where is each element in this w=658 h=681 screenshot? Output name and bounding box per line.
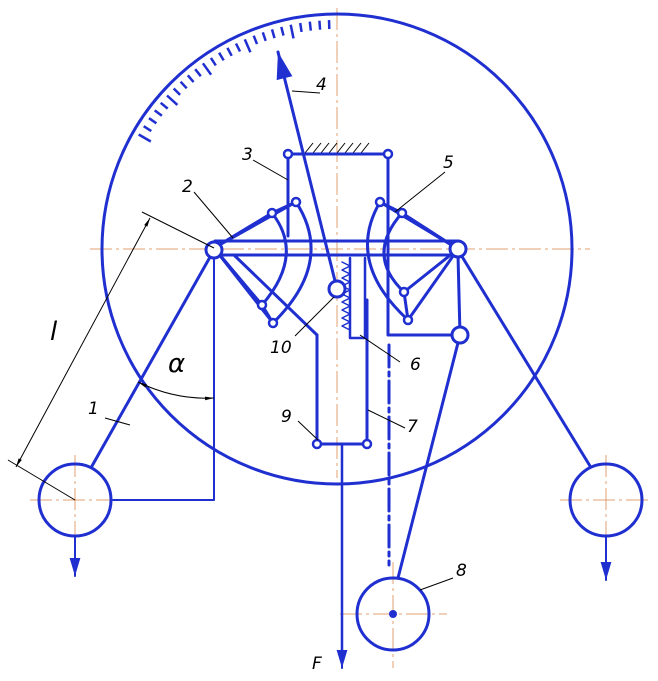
crossbar-2: [212, 200, 460, 325]
joints: [204, 239, 470, 618]
leader-lines: [104, 90, 454, 591]
scale-tick: [243, 38, 252, 53]
scale-tick: [318, 20, 322, 30]
scale-tick: [308, 21, 313, 31]
scale-tick: [194, 68, 202, 77]
pendulum-arm-1: [90, 248, 216, 468]
label-9: 9: [281, 407, 292, 427]
dimension-l: [7, 211, 215, 501]
scale-tick: [143, 125, 152, 133]
label-2: 2: [182, 177, 193, 197]
label-10: 10: [270, 338, 292, 358]
scale-tick: [138, 133, 152, 143]
scale-tick: [234, 42, 242, 53]
rack-6: [341, 256, 367, 340]
scale-tick: [289, 24, 295, 39]
scale-tick: [172, 87, 181, 96]
scale-tick: [166, 94, 179, 106]
scale-tick: [261, 31, 267, 42]
scale-tick: [209, 57, 217, 67]
pendulum-arm-right: [456, 248, 592, 468]
label-5: 5: [443, 153, 454, 173]
label-force: F: [312, 654, 322, 674]
scale-tick: [179, 80, 188, 90]
scale-tick: [186, 74, 195, 83]
label-4: 4: [316, 75, 327, 95]
small-joints: [256, 148, 414, 450]
scale-tick: [226, 47, 233, 57]
counterweight-8: [355, 576, 431, 652]
scale-tick: [159, 101, 169, 110]
angle-alpha-arc: [137, 381, 215, 401]
center-lines: [30, 8, 650, 668]
label-1: 1: [88, 399, 99, 419]
label-angle: α: [168, 349, 185, 379]
scale-tick: [270, 29, 276, 39]
linkage-9: [112, 249, 369, 652]
scale-tick: [148, 117, 158, 125]
pointer-4: [276, 50, 339, 291]
scale-ticks: [138, 20, 331, 143]
label-8: 8: [456, 561, 467, 581]
label-7: 7: [407, 417, 418, 437]
scale-tick: [201, 62, 213, 76]
label-length: l: [50, 317, 58, 347]
scale-tick: [252, 35, 259, 45]
label-3: 3: [242, 145, 253, 165]
ground-hatching: [300, 142, 380, 154]
scale-tick: [153, 109, 163, 117]
scale-tick: [298, 22, 303, 33]
link-7: [386, 234, 462, 580]
scale-tick: [218, 52, 225, 62]
label-6: 6: [410, 355, 421, 375]
scale-tick: [280, 26, 285, 36]
frame-3: [286, 152, 390, 238]
